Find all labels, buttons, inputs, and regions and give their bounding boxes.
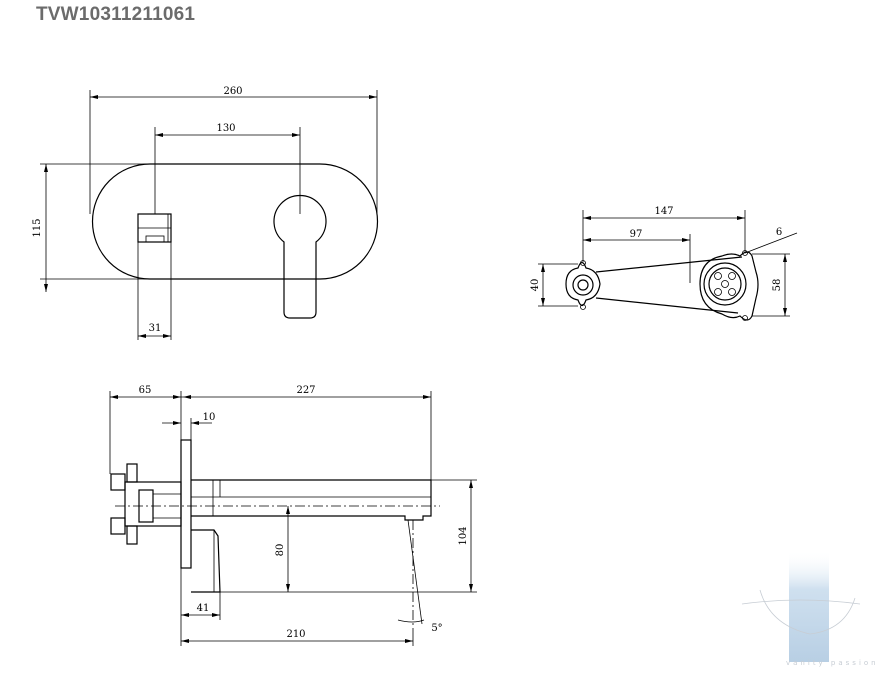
watermark-text: vanity passion xyxy=(786,659,877,667)
rear-dim-right-height: 58 xyxy=(752,253,790,317)
front-dim-height: 115 xyxy=(32,163,150,292)
side-dim-spout-height: 80 xyxy=(275,506,290,592)
rear-dim-offset: 6 xyxy=(744,227,798,254)
dim-label: 104 xyxy=(458,526,469,545)
side-cover-plate xyxy=(180,439,192,569)
rear-right-valve-body xyxy=(699,251,759,321)
dim-label: 210 xyxy=(286,629,305,640)
front-dim-center: 130 xyxy=(154,123,301,214)
dim-label: 6 xyxy=(776,227,782,238)
side-dim-angle: 5° xyxy=(397,519,443,634)
side-dim-projection: 227 xyxy=(181,385,432,480)
dim-label: 5° xyxy=(431,623,442,634)
front-dim-width: 260 xyxy=(89,86,378,214)
dim-label: 80 xyxy=(275,544,286,557)
dim-label: 10 xyxy=(203,412,216,423)
rear-dim-span: 147 xyxy=(582,206,746,262)
drawing-title: TVW10311211061 xyxy=(36,4,196,25)
side-handle xyxy=(191,529,221,593)
side-valve-body xyxy=(124,481,182,527)
dim-label: 65 xyxy=(139,385,152,396)
dim-label: 227 xyxy=(296,385,315,396)
front-view: 260 130 115 31 xyxy=(32,86,379,340)
rear-left-outlet-body xyxy=(565,261,601,307)
side-dim-depth-back: 65 xyxy=(109,385,182,474)
dim-label: 58 xyxy=(772,279,783,292)
side-view: 65 227 10 104 xyxy=(109,385,477,646)
side-dim-inset: 41 xyxy=(180,568,221,646)
dim-label: 260 xyxy=(223,86,242,97)
dim-label: 31 xyxy=(149,323,162,334)
side-dim-height: 104 xyxy=(220,479,477,593)
watermark-logo: vanity passion xyxy=(741,550,877,667)
side-spout xyxy=(191,479,432,521)
dim-label: 147 xyxy=(654,206,673,217)
rear-dim-left-height: 40 xyxy=(530,263,578,307)
dim-label: 40 xyxy=(530,279,541,292)
front-handle xyxy=(273,194,327,319)
front-cover-plate xyxy=(91,163,379,280)
side-dim-plate: 10 xyxy=(162,412,215,440)
dim-label: 41 xyxy=(197,603,210,614)
dim-label: 115 xyxy=(32,218,43,237)
side-dim-spout-length: 210 xyxy=(181,629,414,646)
rear-dim-to-center: 97 xyxy=(583,229,691,283)
rear-view: 147 97 6 40 xyxy=(530,206,798,321)
dim-label: 130 xyxy=(216,123,235,134)
dim-label: 97 xyxy=(630,229,643,240)
front-dim-spout-width: 31 xyxy=(137,242,172,340)
